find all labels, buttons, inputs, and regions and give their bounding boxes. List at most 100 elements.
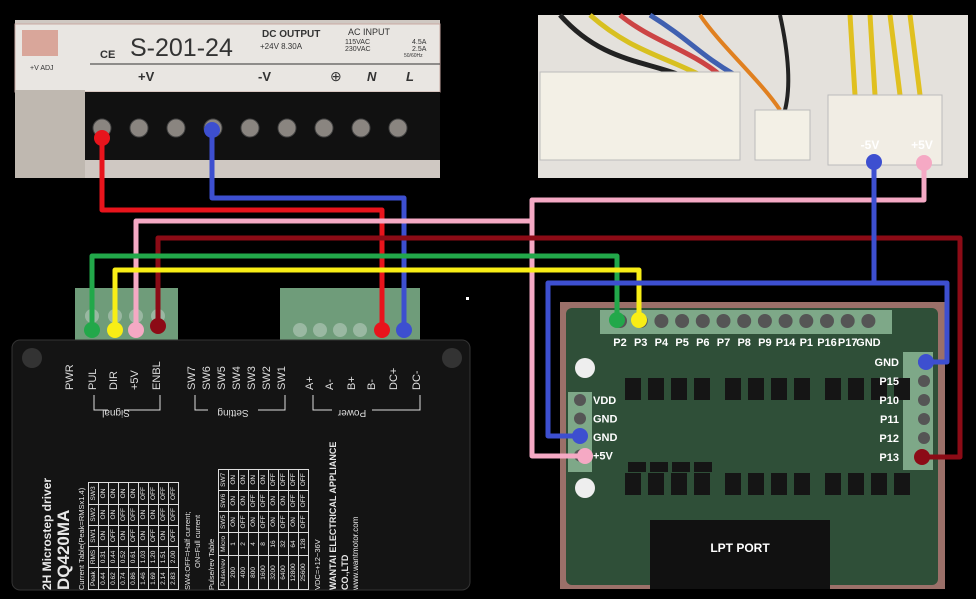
board-pin-label-left: GND: [593, 414, 618, 426]
table-cell: OFF: [258, 490, 269, 512]
driver-title: 2H Microstep driver: [40, 477, 54, 590]
terminal-screw-icon: [314, 118, 334, 138]
table-cell: ON: [118, 482, 129, 505]
table-cell: 32: [278, 532, 289, 556]
table-cell: OFF: [278, 469, 289, 491]
driver-pin-label-signal: +5V: [129, 369, 141, 390]
v-adj-label: +V ADJ: [30, 65, 54, 72]
driver-pin-label-signal: ENBL: [151, 361, 163, 390]
table-cell: OFF: [158, 504, 169, 526]
table-cell: OFF: [298, 511, 309, 533]
terminal-screw-icon: [353, 323, 367, 337]
table-cell: ON: [108, 504, 119, 526]
current-note-1: SW4:OFF=Half current;: [183, 511, 192, 590]
table-cell: ON: [108, 482, 119, 505]
board-pin-label-right: P12: [879, 433, 899, 445]
driver-pin-label-setting: SW7: [186, 366, 198, 390]
table-cell: 6400: [278, 555, 289, 590]
board-pin-label-right: P15: [879, 376, 899, 388]
ic-chip: [650, 462, 668, 472]
table-cell: 16: [268, 532, 279, 556]
terminal-screw-icon: [695, 314, 710, 328]
wire-terminal-dot: [572, 428, 588, 444]
driver-pin-label-power: A+: [304, 376, 316, 390]
mount-hole: [22, 348, 42, 368]
table-cell: 2: [238, 532, 249, 556]
table-cell: ON: [228, 469, 239, 491]
table-cell: ON: [128, 482, 139, 505]
terminal-screw-icon: [918, 375, 930, 387]
capacitor: [575, 478, 595, 498]
table-cell: 1600: [258, 555, 269, 590]
board-pin-label-right: P13: [879, 452, 899, 464]
table-cell: OFF: [168, 482, 179, 505]
driver-model: DQ420MA: [54, 509, 73, 590]
board-pin-label-top: P17: [838, 337, 858, 349]
website: www.wantmotor.com: [351, 516, 360, 590]
wire-terminal-dot: [914, 449, 930, 465]
wire-terminal-dot: [609, 312, 625, 328]
board-pin-label-left: VDD: [593, 395, 616, 407]
ic-chip: [694, 378, 710, 400]
table-cell: 0.52: [118, 546, 129, 568]
terminal-screw-icon: [778, 314, 793, 328]
ic-chip: [825, 473, 841, 495]
table-cell: OFF: [158, 482, 169, 505]
lpt-port[interactable]: [650, 520, 830, 589]
ac-freq: 50/60Hz: [404, 53, 423, 59]
terminal-screw-icon: [757, 314, 772, 328]
table-cell: 1.20: [148, 546, 159, 568]
stray-pixel: [466, 297, 469, 300]
terminal-screw-icon: [240, 118, 260, 138]
terminal-screw-icon: [313, 323, 327, 337]
terminal-screw-icon: [129, 118, 149, 138]
wire-terminal-dot: [150, 318, 166, 334]
table-cell: ON: [228, 511, 239, 533]
table-cell: OFF: [128, 504, 139, 526]
ac-115-amp: 4.5A: [412, 39, 427, 46]
ic-chip: [771, 378, 787, 400]
table-cell: SW7: [218, 469, 229, 491]
table-cell: 3200: [268, 555, 279, 590]
table-cell: ON: [118, 525, 129, 547]
board-pin-label-top: P1: [800, 337, 813, 349]
table-cell: OFF: [168, 504, 179, 526]
table-cell: SW2: [88, 504, 99, 526]
ic-chip: [625, 473, 641, 495]
board-pin-label-left: GND: [593, 432, 618, 444]
driver-pin-label-setting: SW2: [261, 366, 273, 390]
terminal-screw-icon: [293, 323, 307, 337]
table-cell: 0.74: [118, 567, 129, 590]
wire-pink-plus-5v-to-board-and-driver: [529, 163, 927, 459]
driver-pin-label-setting: SW6: [201, 366, 213, 390]
ic-chip: [648, 473, 664, 495]
board-pin-label-top: P8: [737, 337, 750, 349]
table-cell: OFF: [288, 469, 299, 491]
ce-mark: CE: [100, 49, 115, 61]
table-cell: OFF: [278, 511, 289, 533]
table-cell: 1.03: [138, 546, 149, 568]
ic-chip: [848, 378, 864, 400]
table-cell: SW6: [218, 490, 229, 512]
ic-chip: [671, 378, 687, 400]
table-cell: 4: [248, 532, 259, 556]
terminal-screw-icon: [861, 314, 876, 328]
table-cell: ON: [238, 490, 249, 512]
board-pin-label-top: P3: [634, 337, 647, 349]
table-cell: 400: [238, 555, 249, 590]
table-cell: OFF: [268, 469, 279, 491]
board-pin-label-top: P9: [758, 337, 771, 349]
wire-terminal-dot: [94, 130, 110, 146]
table-cell: OFF: [138, 482, 149, 505]
